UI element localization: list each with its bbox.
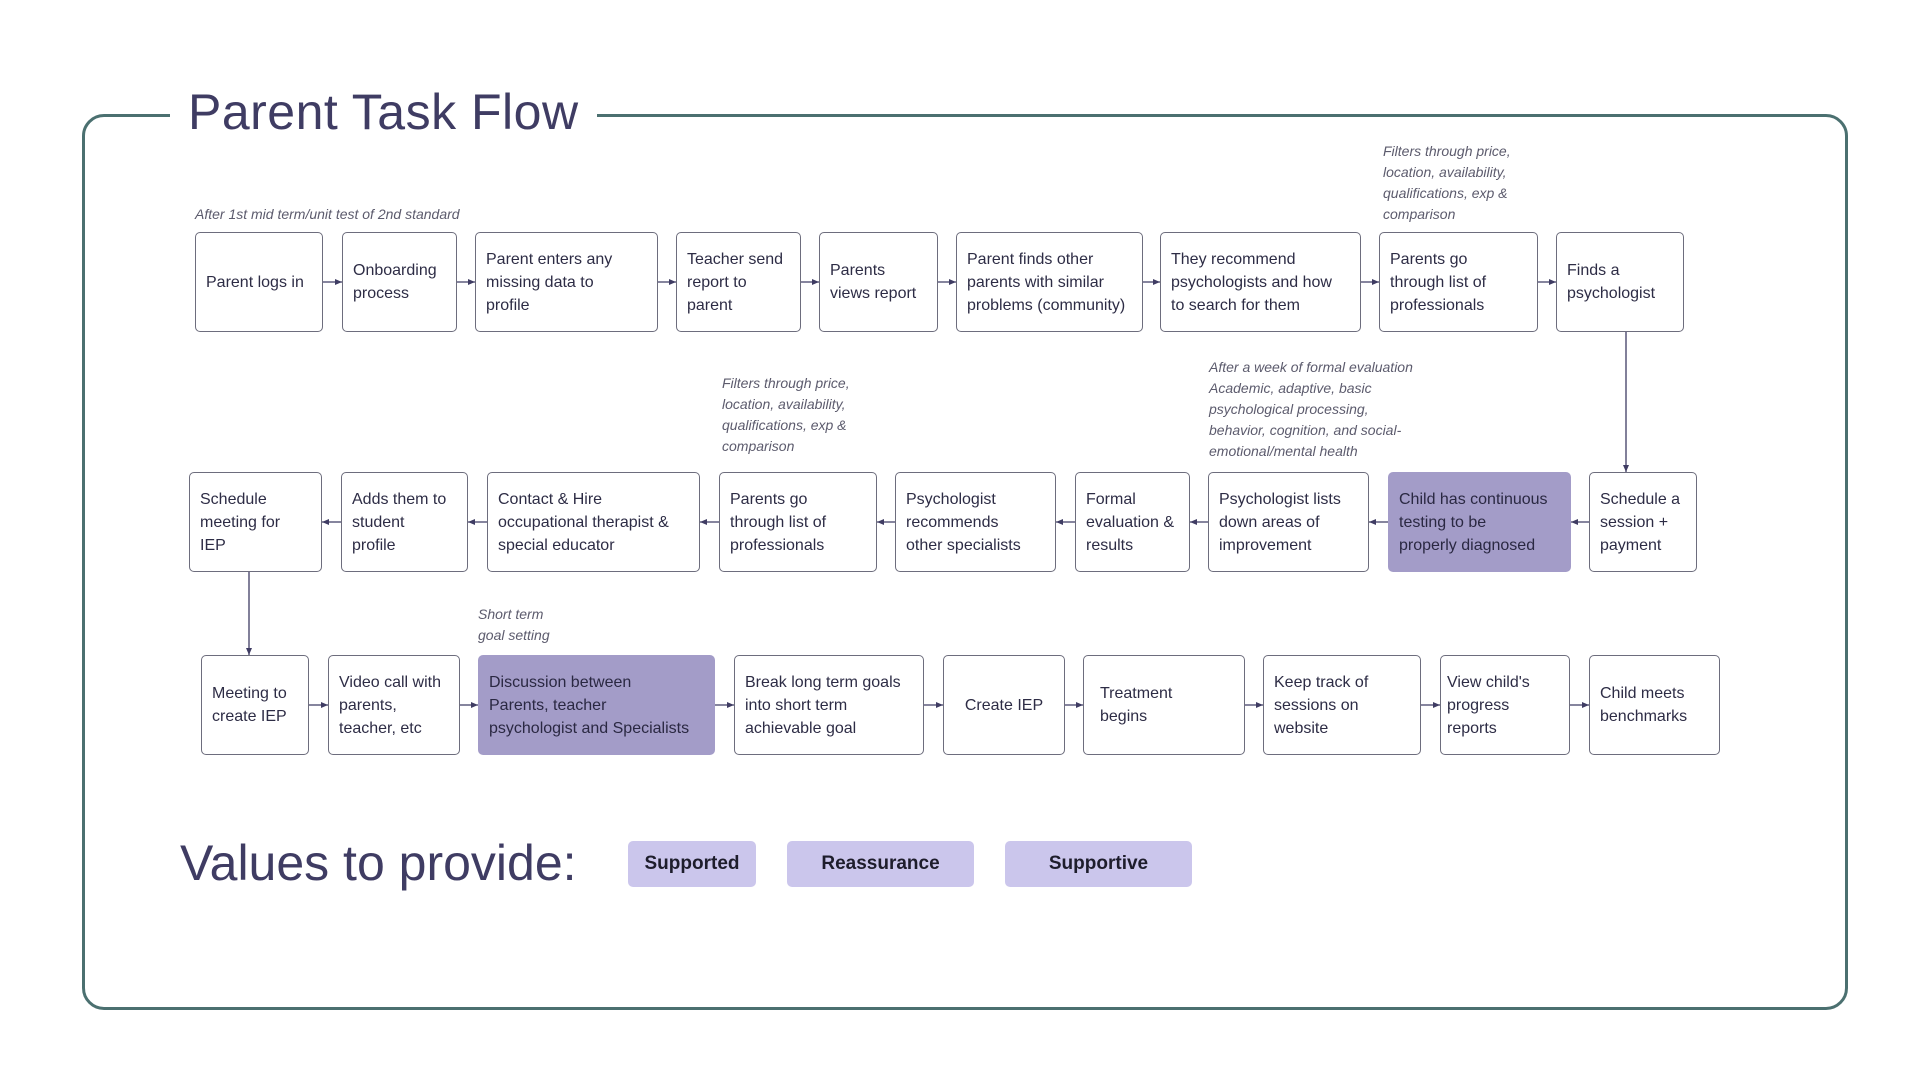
step-onboarding-process: Onboarding process xyxy=(342,232,457,332)
step-create-iep: Create IEP xyxy=(943,655,1065,755)
value-chip-reassurance: Reassurance xyxy=(787,841,974,887)
value-chip-supportive: Supportive xyxy=(1005,841,1192,887)
step-break-goals: Break long term goals into short term ac… xyxy=(734,655,924,755)
step-finds-psychologist: Finds a psychologist xyxy=(1556,232,1684,332)
step-continuous-testing: Child has continuous testing to be prope… xyxy=(1388,472,1571,572)
step-track-sessions: Keep track of sessions on website xyxy=(1263,655,1421,755)
step-video-call: Video call with parents, teacher, etc xyxy=(328,655,460,755)
step-recommend-psychologists: They recommend psychologists and how to … xyxy=(1160,232,1361,332)
step-discussion: Discussion between Parents, teacher psyc… xyxy=(478,655,715,755)
note-filters-row1: Filters through price, location, availab… xyxy=(1383,143,1511,222)
step-treatment-begins: Treatment begins xyxy=(1083,655,1245,755)
step-add-to-student-profile: Adds them to student profile xyxy=(341,472,468,572)
values-heading: Values to provide: xyxy=(180,835,577,891)
step-find-community: Parent finds other parents with similar … xyxy=(956,232,1143,332)
step-browse-professionals-2: Parents go through list of professionals xyxy=(719,472,877,572)
step-psychologist-recommends: Psychologist recommends other specialist… xyxy=(895,472,1056,572)
step-parents-view-report: Parents views report xyxy=(819,232,938,332)
step-browse-professionals: Parents go through list of professionals xyxy=(1379,232,1538,332)
step-schedule-iep-meeting: Schedule meeting for IEP xyxy=(189,472,322,572)
step-areas-of-improvement: Psychologist lists down areas of improve… xyxy=(1208,472,1369,572)
note-after-mid-term: After 1st mid term/unit test of 2nd stan… xyxy=(195,206,460,222)
step-parent-enters-data: Parent enters any missing data to profil… xyxy=(475,232,658,332)
step-view-progress-reports: View child's progress reports xyxy=(1440,655,1570,755)
step-child-meets-benchmarks: Child meets benchmarks xyxy=(1589,655,1720,755)
step-formal-evaluation: Formal evaluation & results xyxy=(1075,472,1190,572)
step-meeting-create-iep: Meeting to create IEP xyxy=(201,655,309,755)
step-parent-logs-in: Parent logs in xyxy=(195,232,323,332)
step-hire-specialists: Contact & Hire occupational therapist & … xyxy=(487,472,700,572)
page-title: Parent Task Flow xyxy=(170,76,597,148)
note-filters-row2: Filters through price, location, availab… xyxy=(722,375,850,454)
step-schedule-session-payment: Schedule a session + payment xyxy=(1589,472,1697,572)
value-chip-supported: Supported xyxy=(628,841,756,887)
step-teacher-sends-report: Teacher send report to parent xyxy=(676,232,801,332)
note-formal-evaluation: After a week of formal evaluation Academ… xyxy=(1209,359,1413,459)
diagram-frame xyxy=(82,114,1848,1010)
note-short-term-goal: Short term goal setting xyxy=(478,606,550,643)
